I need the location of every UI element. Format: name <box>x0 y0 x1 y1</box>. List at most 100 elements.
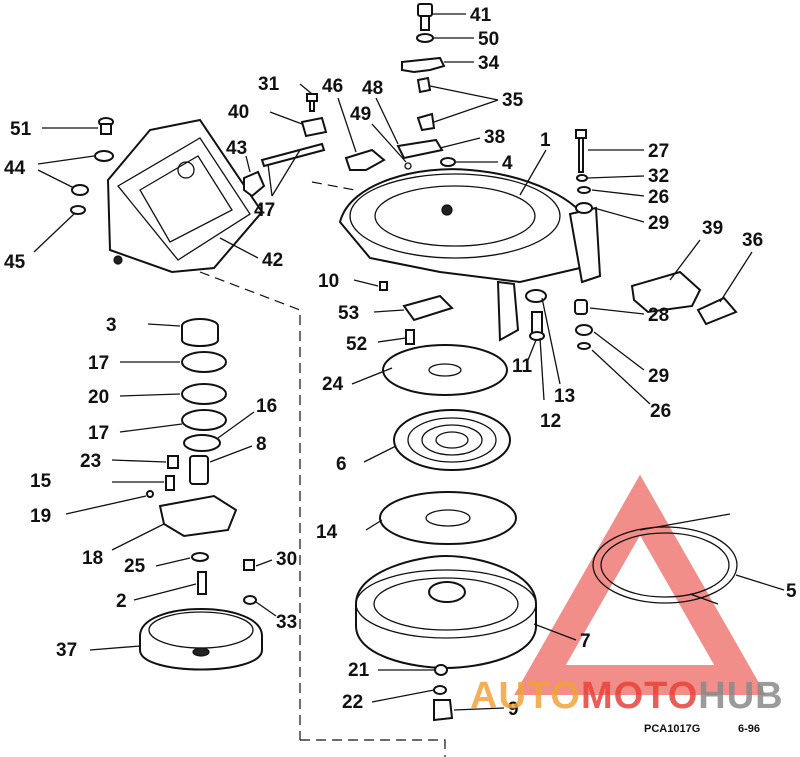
insert-36 <box>696 296 738 326</box>
callout-12: 12 <box>540 411 561 432</box>
callout-52: 52 <box>346 334 367 355</box>
callout-14: 14 <box>316 522 338 543</box>
callout-40: 40 <box>228 102 249 123</box>
plate-24 <box>382 344 508 396</box>
washer-26b <box>577 342 591 350</box>
screw-31 <box>306 93 318 112</box>
callout-49: 49 <box>350 104 371 125</box>
svg-text:AUTOMOTOHUB: AUTOMOTOHUB <box>470 675 784 717</box>
callout-43: 43 <box>226 138 247 159</box>
rope-5 <box>592 513 738 605</box>
watermark-triangle-icon <box>514 474 766 695</box>
callout-1: 1 <box>540 130 551 151</box>
callout-45: 45 <box>4 252 26 273</box>
starter-housing-1 <box>338 168 602 342</box>
callout-8: 8 <box>256 434 267 455</box>
spring-8 <box>189 455 209 485</box>
spring-6 <box>393 409 511 471</box>
plate-14 <box>379 491 517 545</box>
callout-17b: 17 <box>88 423 109 444</box>
rod-47 <box>260 142 326 168</box>
pulley-7 <box>355 554 537 670</box>
pawl-cup-37 <box>139 608 263 671</box>
spring-49 <box>404 162 412 170</box>
grommet-43 <box>243 170 266 198</box>
watermark-logo <box>514 474 766 695</box>
washer-4 <box>440 157 456 167</box>
callout-13: 13 <box>554 386 575 407</box>
washer-33 <box>243 595 257 605</box>
nut-21 <box>434 664 448 676</box>
pin-23 <box>167 455 179 469</box>
callout-7: 7 <box>580 631 591 652</box>
callout-30: 30 <box>276 549 297 570</box>
callout-28: 28 <box>648 305 669 326</box>
drawing-code: PCA1017G <box>644 723 700 735</box>
callout-33: 33 <box>276 612 297 633</box>
bolt-11 <box>529 311 545 341</box>
bolt-30 <box>243 559 255 571</box>
washer-32 <box>576 174 588 182</box>
screw-10 <box>379 281 388 291</box>
callout-34: 34 <box>478 53 500 74</box>
spring-washer-16 <box>183 434 221 452</box>
handle-housing-42 <box>106 118 264 274</box>
washer-50 <box>416 33 434 43</box>
screw-52 <box>405 329 415 345</box>
callout-9: 9 <box>508 699 519 720</box>
callout-23: 23 <box>80 451 101 472</box>
callout-27: 27 <box>648 141 669 162</box>
washer-17a <box>181 351 227 373</box>
plate-38 <box>396 138 444 160</box>
handle-39 <box>630 270 702 314</box>
washer-44b <box>71 184 89 196</box>
screw-2 <box>197 571 207 595</box>
callout-44: 44 <box>4 158 26 179</box>
watermark-text: AUTOMOTOHUB <box>470 675 784 717</box>
callout-18: 18 <box>82 548 103 569</box>
callout-5: 5 <box>786 581 797 602</box>
callout-25: 25 <box>124 556 146 577</box>
callout-29a: 29 <box>648 213 669 234</box>
callout-15: 15 <box>30 471 52 492</box>
callout-3: 3 <box>106 315 117 336</box>
anchor-9 <box>433 699 454 722</box>
bolt-27 <box>575 129 587 173</box>
assembly-guide-lines <box>199 181 446 757</box>
screw-51 <box>98 117 114 135</box>
callout-20: 20 <box>88 387 109 408</box>
clip-35 <box>416 76 436 132</box>
washer-25 <box>191 552 209 562</box>
bushing-29b <box>575 324 593 336</box>
callout-17a: 17 <box>88 353 109 374</box>
callout-35: 35 <box>502 90 524 111</box>
callout-41: 41 <box>470 5 492 26</box>
callout-11: 11 <box>512 356 533 377</box>
callout-19: 19 <box>30 506 51 527</box>
ball-19 <box>146 490 154 498</box>
spring-washer-20 <box>181 383 227 405</box>
callout-10: 10 <box>318 271 339 292</box>
washer-45 <box>70 205 86 215</box>
washer-22 <box>433 685 447 695</box>
link-34 <box>401 56 446 74</box>
callout-26b: 26 <box>650 401 671 422</box>
washer-44a <box>94 150 114 162</box>
callout-22: 22 <box>342 692 363 713</box>
callout-47: 47 <box>254 200 275 221</box>
spring-15 <box>165 475 175 491</box>
pawl-plate-18 <box>158 494 238 538</box>
callout-16: 16 <box>256 396 277 417</box>
callout-37: 37 <box>56 640 77 661</box>
lever-46 <box>344 148 386 171</box>
callout-48: 48 <box>362 78 383 99</box>
callout-4: 4 <box>502 153 513 174</box>
callout-labels: 41 50 34 35 31 40 46 48 49 38 4 1 27 32 … <box>4 5 797 720</box>
washer-26a <box>577 186 591 194</box>
watermark-part-moto: MOTO <box>581 675 698 717</box>
bushing-3 <box>181 318 219 347</box>
drawing-date: 6-96 <box>738 723 760 735</box>
bushing-13 <box>525 289 547 303</box>
callout-29b: 29 <box>648 366 669 387</box>
